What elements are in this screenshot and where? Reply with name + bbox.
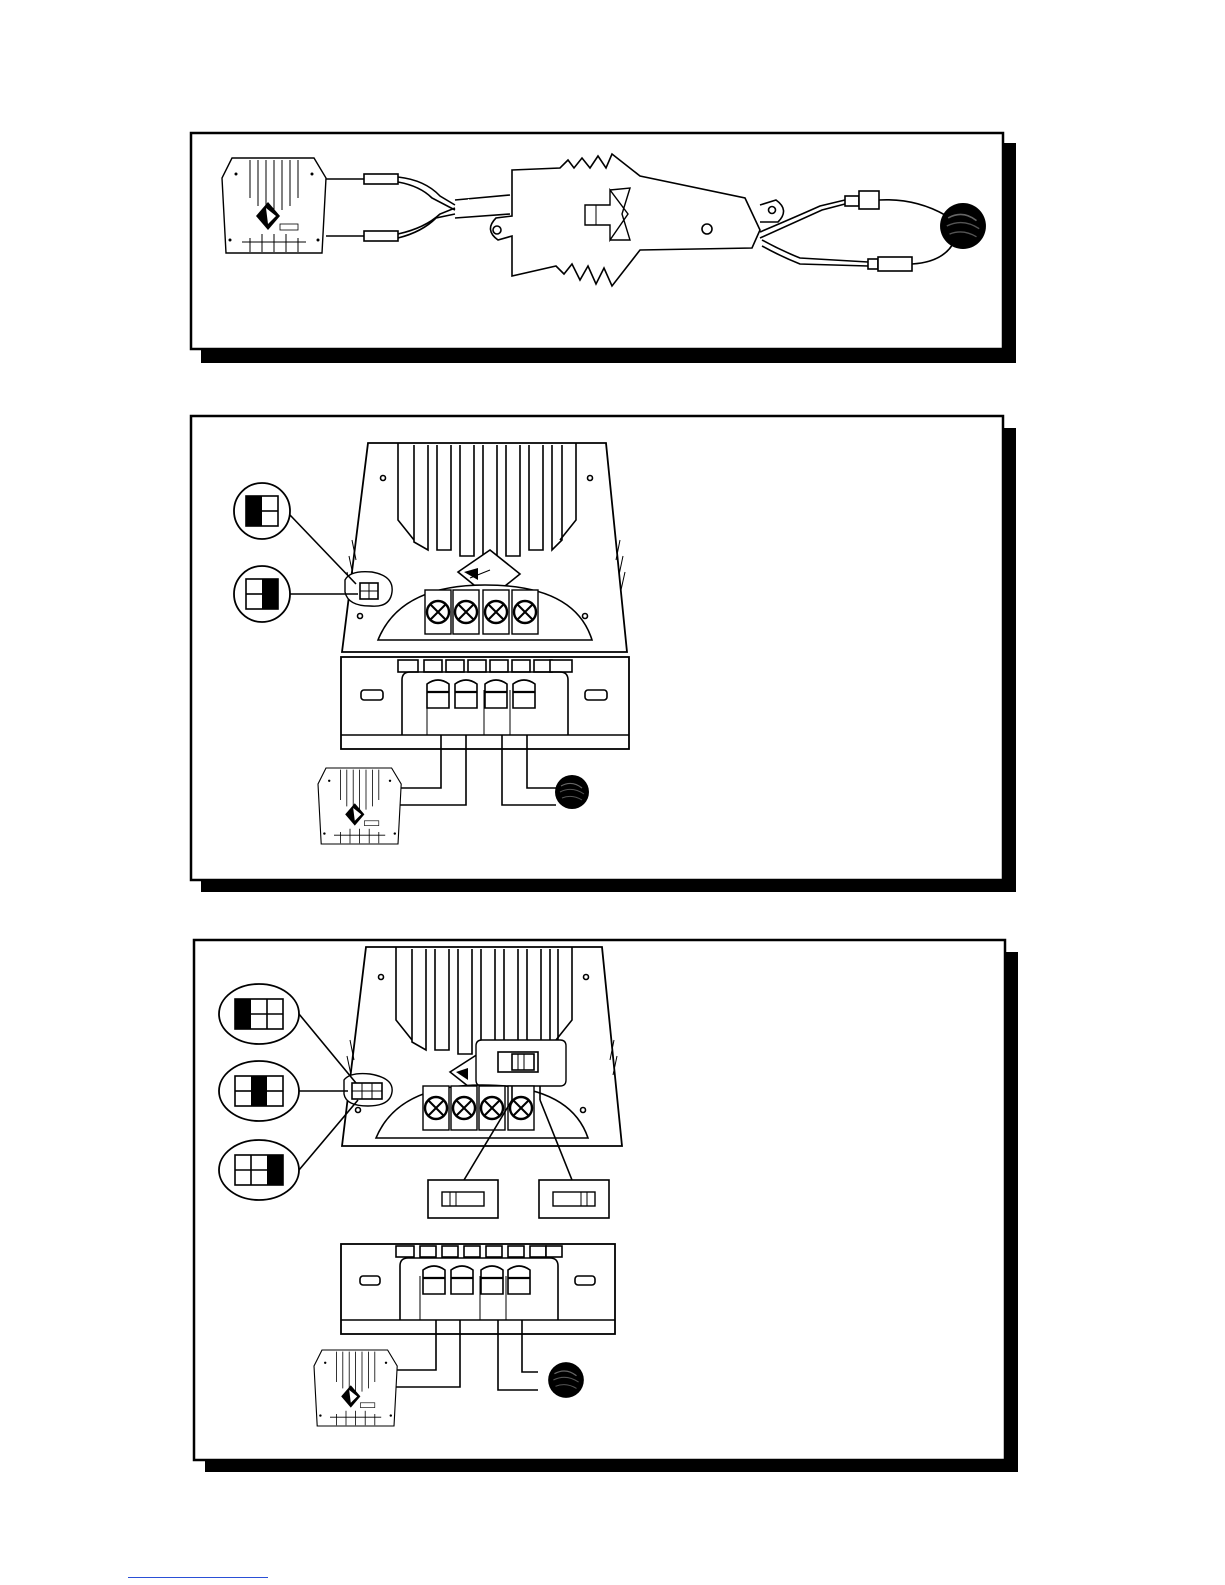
panel-2: [191, 416, 1016, 892]
jumper-setting-icon: [352, 1083, 382, 1099]
woofer-icon: [318, 768, 401, 844]
tweeter-icon: [940, 203, 986, 249]
panel-3: [194, 940, 1018, 1472]
jumper-setting-icon: [360, 583, 378, 599]
footer-link-underline: [128, 1577, 268, 1578]
crossover-front-view: [341, 657, 629, 749]
crossover-top-view: [342, 443, 627, 652]
switch-right: [539, 1180, 609, 1218]
woofer-icon: [222, 158, 326, 253]
tweeter-icon: [555, 775, 589, 809]
crossover-front-view: [341, 1244, 615, 1334]
crossover-top-view: [342, 947, 622, 1146]
tweeter-icon: [548, 1362, 584, 1398]
woofer-icon: [314, 1350, 397, 1426]
panel-1: [191, 133, 1016, 363]
switch-left: [428, 1180, 498, 1218]
